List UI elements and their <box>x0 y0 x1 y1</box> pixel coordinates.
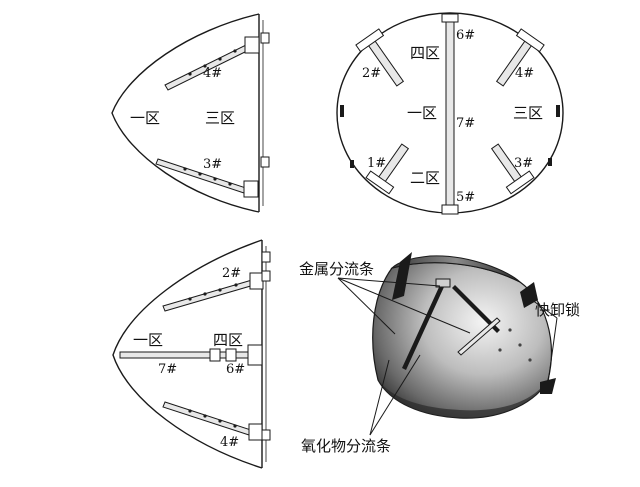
strip-label-2-side: 2# <box>222 266 241 281</box>
zone-label-1-side: 一区 <box>133 331 163 349</box>
callout-quick-release: 快卸锁 <box>535 301 580 319</box>
quick-release-lock <box>392 252 556 394</box>
strip-label-3: 3# <box>203 157 222 172</box>
diverter-strip-4-front <box>495 28 545 87</box>
zone-label-4-side: 四区 <box>213 331 243 349</box>
radome-outline <box>111 13 260 213</box>
diverter-strip-3-front <box>490 143 535 195</box>
callout-metal-strip: 金属分流条 <box>299 260 374 278</box>
zone-label-3: 三区 <box>205 109 235 127</box>
zone-label-4: 四区 <box>410 44 440 62</box>
zone-label-2: 二区 <box>410 169 440 187</box>
panel-3d-radome: 金属分流条 快卸锁 氧化物分流条 <box>299 252 580 455</box>
diverter-strip-7 <box>441 13 459 215</box>
diverter-strip-1 <box>365 143 410 195</box>
strip-label-4-front: 4# <box>515 66 534 81</box>
strip-label-5-front: 5# <box>456 190 475 205</box>
panel-side-top: 一区 三区 4# 3# <box>111 13 270 213</box>
metal-strip-3d <box>402 278 501 370</box>
diverter-strip-7-side <box>119 344 263 366</box>
leader-oxide-strip <box>369 359 390 436</box>
zone-label-1-front: 一区 <box>407 104 437 122</box>
strip-label-6-front: 6# <box>456 28 475 43</box>
zone-label-1: 一区 <box>130 109 160 127</box>
leader-metal-strip <box>337 277 441 287</box>
strip-label-6-side: 6# <box>226 362 245 377</box>
strip-label-2-front: 2# <box>362 66 381 81</box>
diverter-strip-4 <box>164 32 270 91</box>
diverter-strip-2-side <box>162 251 271 312</box>
diverter-strip-2 <box>355 28 405 87</box>
strip-label-4: 4# <box>203 66 222 81</box>
strip-label-1-front: 1# <box>367 156 386 171</box>
diverter-strip-4-side <box>162 401 271 441</box>
strip-label-7-front: 7# <box>456 116 475 131</box>
strip-label-7-side: 7# <box>158 362 177 377</box>
panel-side-bottom: 2# 一区 四区 7# 6# 4# <box>112 239 271 469</box>
radome-3d-rim <box>390 255 521 283</box>
strip-label-3-front: 3# <box>514 156 533 171</box>
panel-front: 四区 一区 三区 二区 6# 2# 4# 7# 1# 3# 5# <box>336 12 564 215</box>
strip-label-4-side: 4# <box>220 435 239 450</box>
radome-outline-bottom <box>112 239 263 469</box>
leader-quick-release <box>531 299 558 319</box>
callout-oxide-strip: 氧化物分流条 <box>301 437 391 455</box>
zone-label-3-front: 三区 <box>513 104 543 122</box>
diverter-strip-3 <box>155 156 270 198</box>
